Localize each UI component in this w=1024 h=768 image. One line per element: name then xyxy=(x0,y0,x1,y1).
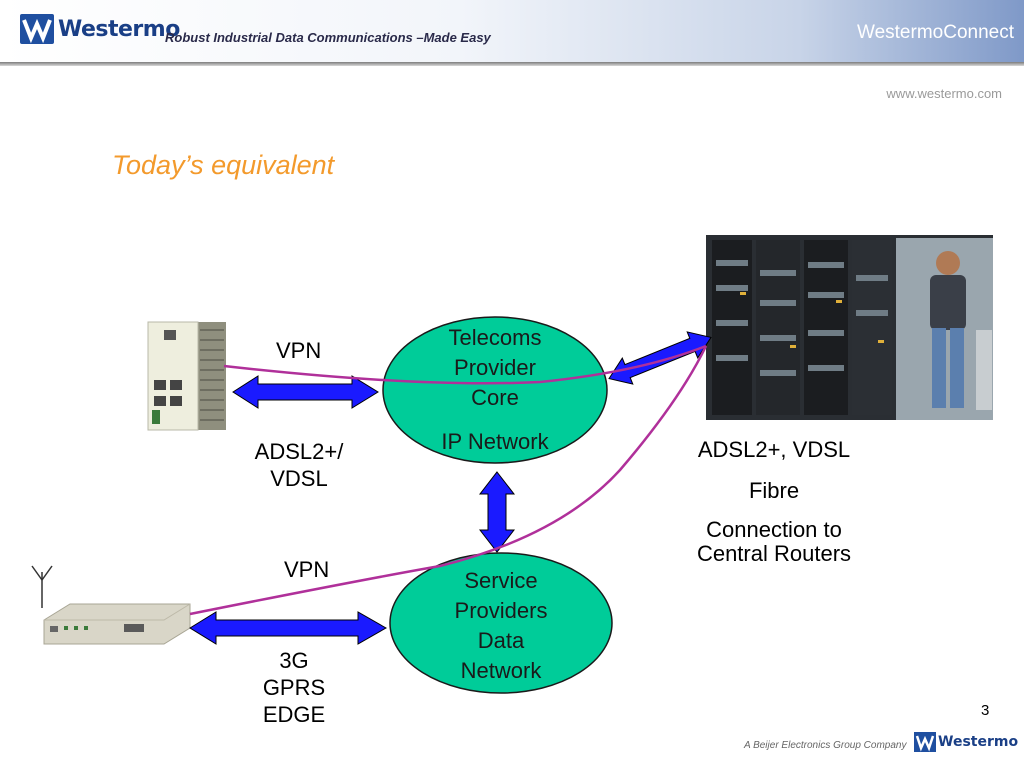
page-number: 3 xyxy=(981,702,990,719)
central-connection-label: ADSL2+, VDSL Fibre Connection to Central… xyxy=(680,436,868,566)
vpn-bottom-label: VPN xyxy=(284,557,330,582)
footer-logo-word: Westermo xyxy=(938,734,1019,750)
central-link-arrow xyxy=(608,331,712,385)
right-line4: Central Routers xyxy=(696,541,852,566)
header-brand: WestermoConnect xyxy=(857,22,1014,43)
service-network-ellipse xyxy=(389,552,613,694)
service-network-label: Service Providers Data Network xyxy=(416,566,586,686)
mobile-link-arrow xyxy=(189,611,388,645)
vpn-top-label: VPN xyxy=(276,338,322,363)
vpn-tunnel-bottom xyxy=(189,345,708,616)
footer-logo: Westermo xyxy=(914,732,1018,752)
mobile-tech-line2: GPRS xyxy=(262,675,326,700)
service-line1: Service xyxy=(464,568,538,593)
core-line3: Core xyxy=(471,385,519,410)
westermo-logo: Westermo xyxy=(20,14,180,44)
footer-logo-mark-icon xyxy=(914,732,936,752)
right-line3: Connection to xyxy=(706,517,842,542)
mobile-tech-label: 3G GPRS EDGE xyxy=(244,647,344,728)
server-room-photo xyxy=(706,235,993,420)
adsl-left-line1: ADSL2+/ xyxy=(254,439,344,464)
slide-header xyxy=(0,0,1024,62)
adsl-link-arrow xyxy=(232,375,379,409)
core-line2: Provider xyxy=(454,355,536,380)
service-line2: Providers xyxy=(454,598,548,623)
footer-group-text: A Beijer Electronics Group Company xyxy=(744,740,907,751)
core-line1: Telecoms xyxy=(448,325,542,350)
industrial-router-icon xyxy=(147,321,226,431)
header-tagline: Robust Industrial Data Communications –M… xyxy=(165,30,491,45)
mobile-tech-line1: 3G xyxy=(279,648,309,673)
right-line2: Fibre xyxy=(748,478,800,503)
mobile-tech-line3: EDGE xyxy=(262,702,326,727)
vpn-tunnel-top xyxy=(223,344,707,385)
slide-title: Today’s equivalent xyxy=(112,150,335,180)
telecoms-core-label: Telecoms Provider Core IP Network xyxy=(410,323,580,457)
logo-mark-icon xyxy=(20,14,54,44)
adsl-left-line2: VDSL xyxy=(270,466,328,491)
core-line4: IP Network xyxy=(441,429,549,454)
telecoms-core-ellipse xyxy=(382,316,608,464)
service-line4: Network xyxy=(460,658,542,683)
logo-word: Westermo xyxy=(58,16,180,42)
website-url: www.westermo.com xyxy=(886,86,1002,101)
mobile-router-icon xyxy=(31,565,191,645)
header-divider xyxy=(0,62,1024,66)
adsl-left-label: ADSL2+/ VDSL xyxy=(240,438,358,492)
core-service-link-arrow xyxy=(478,471,516,553)
service-line3: Data xyxy=(477,628,525,653)
right-line1: ADSL2+, VDSL xyxy=(697,437,851,462)
